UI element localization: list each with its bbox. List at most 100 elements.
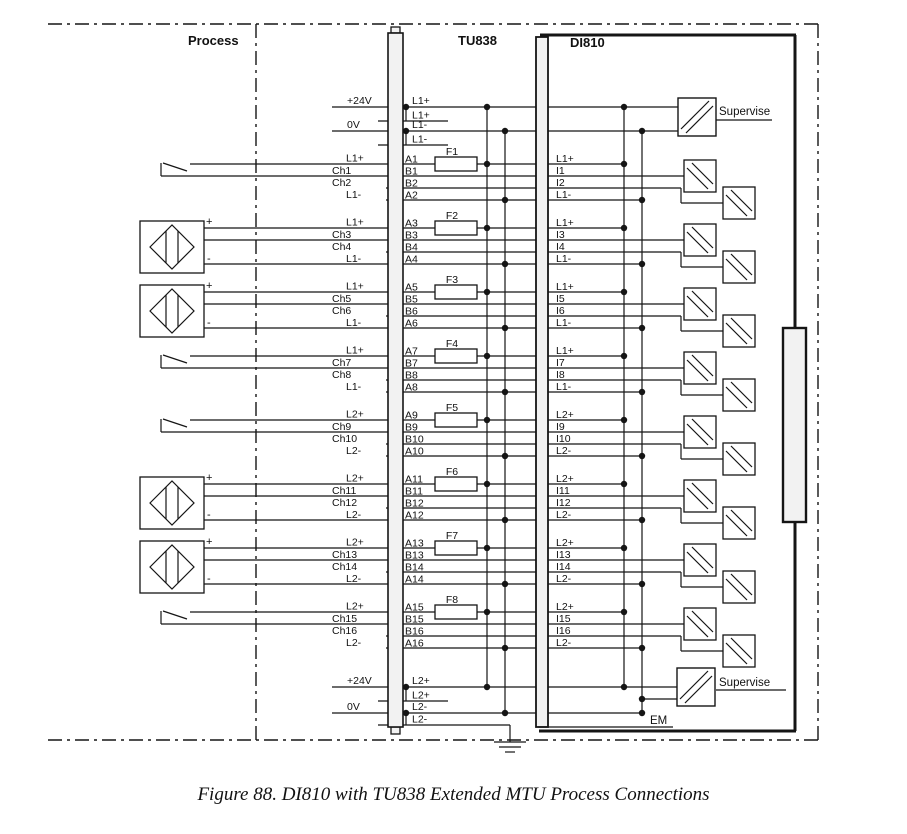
junction-dot	[501, 452, 509, 460]
di810-connector-bar	[535, 36, 549, 728]
opto-diagonal	[725, 386, 748, 409]
terminal-label: L2-	[412, 714, 428, 726]
opto-diagonal	[730, 317, 753, 340]
terminal-label: A11	[405, 474, 423, 486]
process-label: Ch4	[332, 241, 351, 253]
opto-isolator-icon	[683, 223, 717, 257]
process-label: L1-	[346, 253, 362, 265]
junction-dot	[620, 480, 628, 488]
tu838-bar-notch	[390, 726, 401, 735]
proximity-sensor-icon	[149, 480, 195, 526]
terminal-label: B5	[405, 294, 418, 306]
junction-dot	[620, 544, 628, 552]
supervise-diagonal	[685, 105, 714, 134]
supervise-label: Supervise	[719, 677, 770, 689]
input-label: I15	[556, 613, 571, 625]
polarity-label: -	[207, 317, 211, 329]
switch-contact-icon	[162, 162, 188, 172]
fuse	[434, 412, 478, 428]
em-label: EM	[650, 715, 667, 727]
terminal-label: B11	[405, 486, 423, 498]
fuse-label: F6	[446, 466, 458, 478]
terminal-label: A16	[405, 638, 424, 650]
terminal-label: B4	[405, 242, 418, 254]
opto-isolator-icon	[683, 159, 717, 193]
terminal-label: A9	[405, 410, 418, 422]
process-label: Ch12	[332, 497, 357, 509]
switch-contact-icon	[162, 354, 188, 364]
opto-isolator-icon	[683, 607, 717, 641]
input-label: L2+	[556, 601, 574, 613]
supervise-diagonal	[680, 100, 710, 130]
junction-dot	[638, 580, 646, 588]
junction-dot	[483, 608, 491, 616]
fuse	[434, 220, 478, 236]
opto-isolator-icon	[683, 287, 717, 321]
process-label: L1-	[346, 317, 362, 329]
opto-isolator-icon	[722, 250, 756, 284]
polarity-label: -	[207, 573, 211, 585]
terminal-label: A13	[405, 538, 424, 550]
junction-dot	[501, 260, 509, 268]
process-label: L2+	[346, 601, 364, 613]
input-label: L1+	[556, 345, 574, 357]
process-title: Process	[188, 33, 239, 48]
input-label: I2	[556, 177, 565, 189]
process-label: L2+	[346, 537, 364, 549]
junction-dot	[483, 224, 491, 232]
opto-isolator-icon	[722, 378, 756, 412]
junction-dot	[620, 608, 628, 616]
junction-dot	[501, 516, 509, 524]
junction-dot	[483, 103, 491, 111]
terminal-label: L2+	[412, 675, 430, 687]
switch-contact-icon	[162, 610, 188, 620]
terminal-label: A15	[405, 602, 424, 614]
junction-dot	[620, 103, 628, 111]
terminal-label: B6	[405, 306, 418, 318]
terminal-label: B16	[405, 626, 424, 638]
opto-diagonal	[725, 258, 748, 281]
process-label: Ch14	[332, 561, 357, 573]
power-label: +24V	[347, 95, 372, 107]
opto-isolator-icon	[683, 351, 717, 385]
process-label: Ch10	[332, 433, 357, 445]
polarity-label: +	[206, 280, 212, 292]
fuse	[434, 540, 478, 556]
process-label: Ch13	[332, 549, 357, 561]
terminal-label: A6	[405, 318, 418, 330]
fuse-label: F4	[446, 338, 458, 350]
opto-diagonal	[686, 231, 709, 254]
opto-diagonal	[691, 162, 714, 185]
terminal-label: B14	[405, 562, 424, 574]
input-label: L2-	[556, 509, 572, 521]
process-label: L2-	[346, 573, 362, 585]
junction-dot	[638, 452, 646, 460]
terminal-label: B15	[405, 614, 424, 626]
input-label: I16	[556, 625, 571, 637]
process-label: Ch5	[332, 293, 351, 305]
junction-dot	[501, 709, 509, 717]
figure-caption: Figure 88. DI810 with TU838 Extended MTU…	[197, 784, 710, 805]
opto-diagonal	[691, 610, 714, 633]
junction-dot	[638, 324, 646, 332]
process-label: Ch15	[332, 613, 357, 625]
opto-diagonal	[730, 573, 753, 596]
fuse	[434, 476, 478, 492]
input-label: L2-	[556, 573, 572, 585]
junction-dot	[620, 352, 628, 360]
input-label: L1-	[556, 189, 572, 201]
terminal-label: A4	[405, 254, 418, 266]
opto-diagonal	[730, 445, 753, 468]
opto-isolator-icon	[683, 543, 717, 577]
input-label: I8	[556, 369, 565, 381]
process-label: Ch8	[332, 369, 351, 381]
supervise-diagonal	[679, 670, 709, 700]
junction-dot	[501, 324, 509, 332]
process-label: Ch9	[332, 421, 351, 433]
process-label: Ch16	[332, 625, 357, 637]
terminal-label: L1+	[412, 110, 430, 122]
opto-diagonal	[686, 167, 709, 190]
junction-dot	[638, 516, 646, 524]
opto-diagonal	[725, 450, 748, 473]
